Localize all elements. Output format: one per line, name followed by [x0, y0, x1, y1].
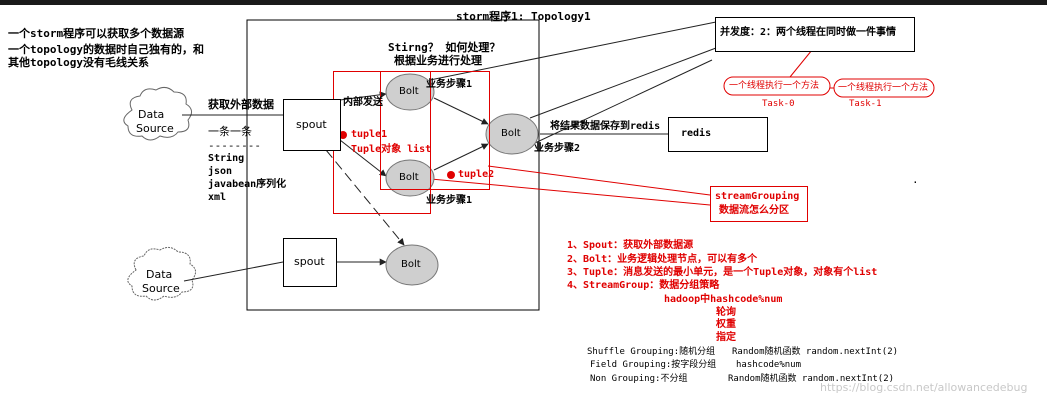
thread-oval-1 — [723, 76, 831, 96]
top-border — [0, 0, 1047, 5]
strategy-weight: 权重 — [716, 319, 736, 330]
thread-method-2-label: 一个线程执行一个方法 — [838, 83, 929, 93]
bolt-1 — [385, 73, 435, 111]
non-grouping-name: Non Grouping:不分组 — [590, 374, 688, 384]
thread-method-1-label: 一个线程执行一个方法 — [729, 81, 820, 91]
legend-streamgroup: 4、StreamGroup：数据分组策略 — [567, 280, 720, 291]
spout-1-box: spout — [283, 99, 341, 151]
bolt-2 — [385, 159, 435, 197]
tuple2-marker — [447, 171, 455, 179]
note-multi-source: 一个storm程序可以获取多个数据源 — [8, 27, 185, 40]
step2-label: 业务步骤2 — [534, 143, 581, 154]
non-grouping-desc: Random随机函数 random.nextInt(2) — [728, 374, 895, 384]
format-string: String — [208, 153, 245, 164]
data-source-2-label: Data — [146, 268, 173, 281]
spout-1-label: spout — [296, 118, 327, 131]
shuffle-grouping-desc: Random随机函数 random.nextInt(2) — [732, 347, 899, 357]
concurrency-label: 并发度：2：两个线程在同时做一件事情 — [720, 27, 897, 38]
red-box-steps — [380, 71, 490, 190]
field-grouping-desc: hashcode%num — [736, 360, 802, 370]
data-source-1-label: Data — [138, 108, 165, 121]
redis-box: redis — [668, 117, 768, 152]
data-source-cloud-2 — [127, 246, 196, 301]
bolt-1-label: Bolt — [399, 86, 419, 97]
note-no-relation: 其他topology没有毛线关系 — [8, 56, 149, 69]
stream-grouping-label: streamGrouping — [715, 191, 800, 202]
task-1-label: Task-1 — [849, 99, 882, 109]
topology-frame — [246, 19, 540, 311]
bolt-2-label: Bolt — [399, 172, 419, 183]
save-result-label: 将结果数据保存到redis — [550, 121, 661, 132]
stream-grouping-box: streamGrouping 数据流怎么分区 — [710, 186, 808, 222]
legend-spout: 1、Spout：获取外部数据源 — [567, 240, 694, 251]
strategy-specified: 指定 — [716, 332, 736, 343]
note-topology-own: 一个topology的数据时自己独有的，和 — [8, 43, 204, 56]
process-by-business-label: 根据业务进行处理 — [394, 54, 482, 67]
strategy-hashcode: hadoop中hashcode%num — [664, 294, 783, 305]
legend-bolt: 2、Bolt：业务逻辑处理节点，可以有多个 — [567, 254, 758, 265]
watermark: https://blog.csdn.net/allowancedebug — [820, 381, 1028, 394]
data-source-cloud-1 — [123, 86, 192, 141]
internal-send-label: 内部发送 — [343, 97, 383, 108]
field-grouping-name: Field Grouping:按字段分组 — [590, 360, 717, 370]
bolt-4 — [385, 244, 439, 286]
redis-label: redis — [681, 128, 712, 139]
legend-tuple: 3、Tuple：消息发送的最小单元，是一个Tuple对象，对象有个list — [567, 267, 878, 278]
one-by-one-label: 一条一条 — [208, 125, 252, 138]
bolt-3-label: Bolt — [501, 128, 521, 139]
tuple-object-label: Tuple对象 list — [351, 144, 432, 155]
tuple1-marker — [339, 131, 347, 139]
dashes-label: -------- — [208, 139, 261, 152]
step1-top-label: 业务步骤1 — [426, 79, 473, 90]
shuffle-grouping-name: Shuffle Grouping:随机分组 — [587, 347, 716, 357]
bolt-3 — [485, 113, 539, 155]
spout-2-box: spout — [283, 238, 337, 287]
stream-partition-label: 数据流怎么分区 — [719, 205, 789, 216]
question-label: Stirng？ 如何处理？ — [388, 41, 501, 54]
format-javabean: javabean序列化 — [208, 179, 287, 190]
topology-title: storm程序1: Topology1 — [456, 10, 591, 23]
concurrency-box: 并发度：2：两个线程在同时做一件事情 — [715, 17, 915, 52]
data-source-1-label-2: Source — [136, 122, 174, 135]
format-xml: xml — [208, 192, 227, 203]
format-json: json — [208, 166, 233, 177]
task-0-label: Task-0 — [762, 99, 795, 109]
stray-dot: . — [912, 173, 919, 186]
tuple2-label: tuple2 — [458, 169, 495, 180]
data-source-2-label-2: Source — [142, 282, 180, 295]
spout-2-label: spout — [294, 255, 325, 268]
tuple1-label: tuple1 — [351, 129, 388, 140]
get-external-data-label: 获取外部数据 — [208, 98, 274, 111]
step1-bottom-label: 业务步骤1 — [426, 195, 473, 206]
strategy-round-robin: 轮询 — [716, 307, 736, 318]
bolt-4-label: Bolt — [401, 259, 421, 270]
